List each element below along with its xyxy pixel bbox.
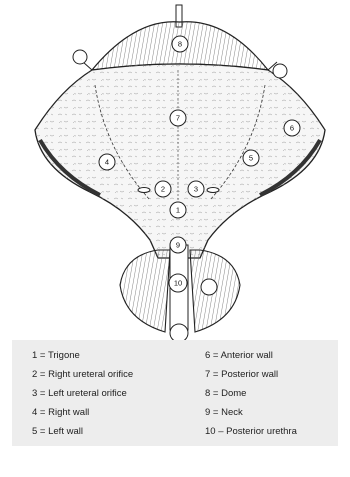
legend-item-4: 4 = Right wall [32,407,89,418]
marker-6: 6 [284,120,300,136]
legend-item-7: 7 = Posterior wall [205,369,278,380]
svg-text:6: 6 [290,124,294,133]
legend-panel: 1 = Trigone 2 = Right ureteral orifice 3… [12,340,338,446]
svg-text:7: 7 [176,114,180,123]
legend-item-3: 3 = Left ureteral orifice [32,388,127,399]
marker-5: 5 [243,150,259,166]
right-ureter-circle [73,50,87,64]
marker-1: 1 [170,202,186,218]
marker-3: 3 [188,181,204,197]
marker-9: 9 [170,237,186,253]
legend-item-8: 8 = Dome [205,388,246,399]
legend-item-1: 1 = Trigone [32,350,80,361]
legend-item-9: 9 = Neck [205,407,243,418]
marker-10: 10 [169,274,187,292]
svg-text:10: 10 [174,279,182,288]
svg-text:8: 8 [178,40,182,49]
bladder-anatomy-diagram: 8 7 6 5 4 2 3 1 9 10 [0,0,350,340]
svg-text:4: 4 [105,158,109,167]
legend-item-6: 6 = Anterior wall [205,350,273,361]
marker-4: 4 [99,154,115,170]
prostate-left-lobe [120,250,170,332]
legend-item-5: 5 = Left wall [32,426,83,437]
legend-item-2: 2 = Right ureteral orifice [32,369,133,380]
svg-text:5: 5 [249,154,253,163]
marker-2: 2 [155,181,171,197]
svg-text:1: 1 [176,206,180,215]
marker-7: 7 [170,110,186,126]
left-ureter-circle [273,64,287,78]
marker-8: 8 [172,36,188,52]
svg-text:2: 2 [161,185,165,194]
legend-item-10: 10 – Posterior urethra [205,426,297,437]
svg-text:9: 9 [176,241,180,250]
svg-text:3: 3 [194,185,198,194]
